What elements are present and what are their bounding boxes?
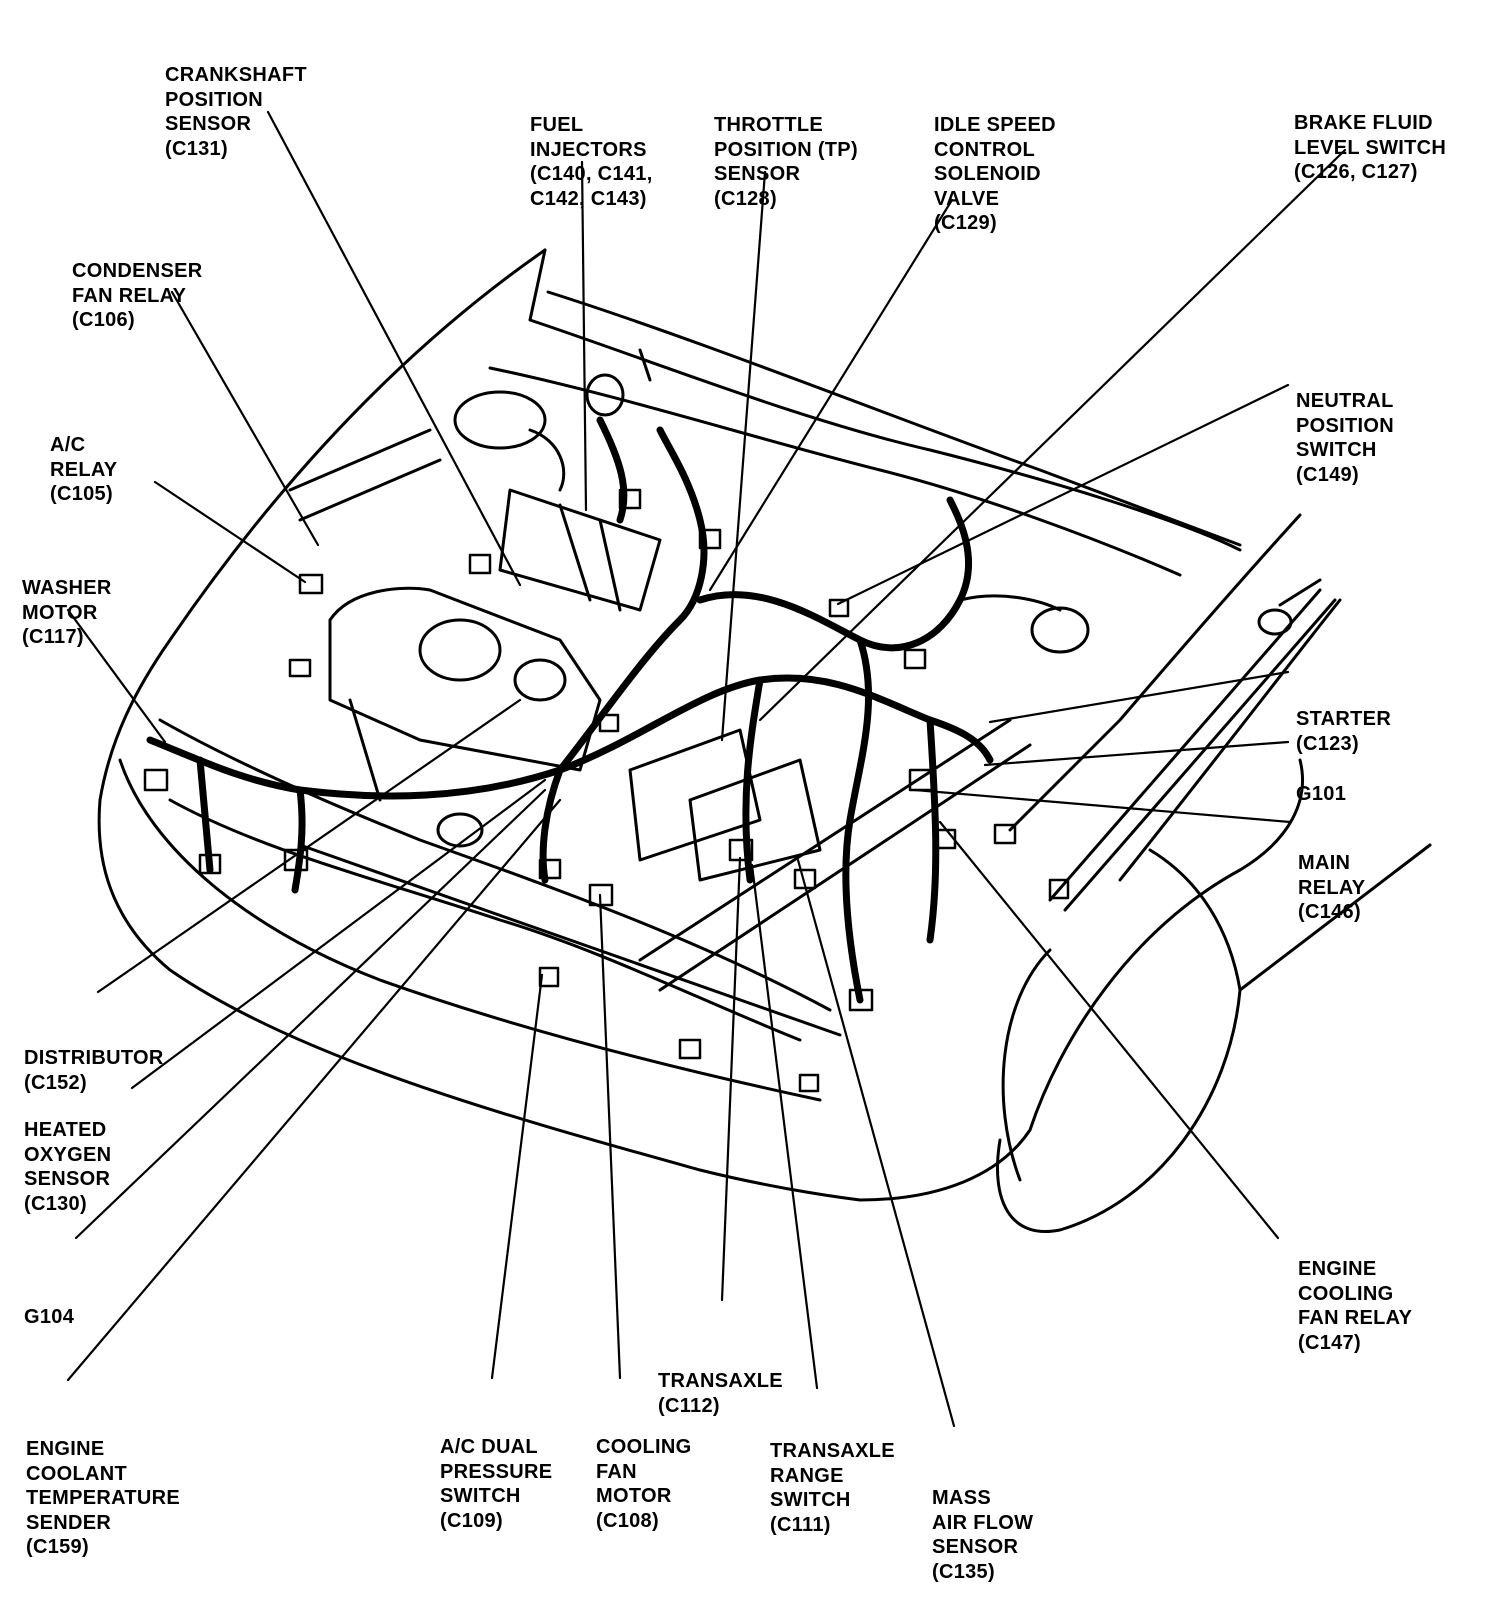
body-outline bbox=[97, 513, 1432, 1202]
radiator-support bbox=[158, 718, 1032, 1042]
label-distributor: DISTRIBUTOR(C152) bbox=[24, 1047, 164, 1094]
cowl-components bbox=[288, 348, 652, 522]
leader-lines bbox=[66, 110, 1347, 1428]
label-g104: G104 bbox=[24, 1306, 75, 1328]
engine-compartment-drawing bbox=[66, 110, 1432, 1428]
hood-outline bbox=[98, 248, 1242, 802]
strut-rod bbox=[1048, 578, 1337, 912]
wiring-harness bbox=[146, 416, 994, 1004]
label-starter: STARTER(C123) bbox=[1296, 708, 1392, 755]
label-transaxle: TRANSAXLE(C112) bbox=[658, 1370, 783, 1417]
front-wheel bbox=[996, 948, 1242, 1233]
label-g101: G101 bbox=[1296, 783, 1347, 805]
